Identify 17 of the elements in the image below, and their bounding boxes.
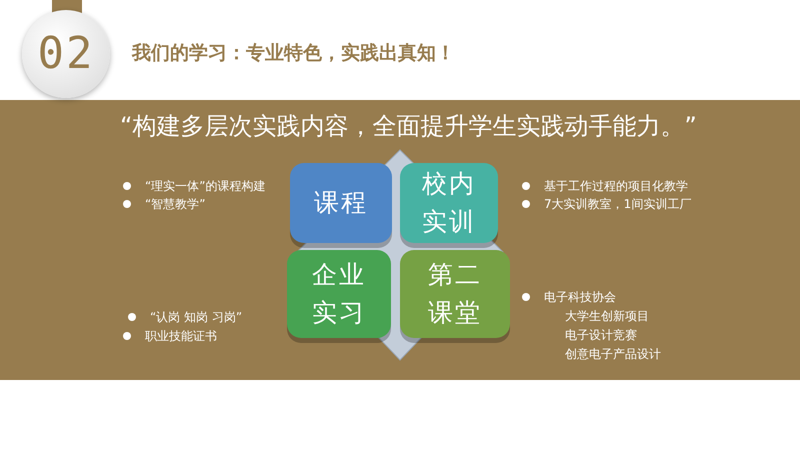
category-box: 校内实训 [400, 163, 498, 243]
bullet-text: “理实一体”的课程构建 [145, 178, 266, 195]
slide-title: 我们的学习：专业特色，实践出真知！ [132, 41, 455, 66]
bullet-text: 创意电子产品设计 [565, 346, 661, 363]
bullet-text: 电子科技协会 [544, 289, 616, 306]
number-circle: 02 [22, 10, 110, 98]
category-box: 企业实习 [287, 250, 391, 338]
bullet-text: 职业技能证书 [145, 328, 217, 345]
category-box: 课程 [290, 163, 392, 243]
quote-text: “构建多层次实践内容，全面提升学生实践动手能力。” [120, 111, 697, 142]
bullet-text: 电子设计竞赛 [565, 327, 637, 344]
bullet-text: “认岗 知岗 习岗” [150, 309, 242, 326]
bullet-text: 基于工作过程的项目化教学 [544, 178, 688, 195]
bullet-text: “智慧教学” [145, 196, 206, 213]
category-box: 第二课堂 [400, 250, 510, 338]
bullet-text: 大学生创新项目 [565, 308, 649, 325]
bullet-text: 7大实训教室，1间实训工厂 [544, 196, 692, 213]
